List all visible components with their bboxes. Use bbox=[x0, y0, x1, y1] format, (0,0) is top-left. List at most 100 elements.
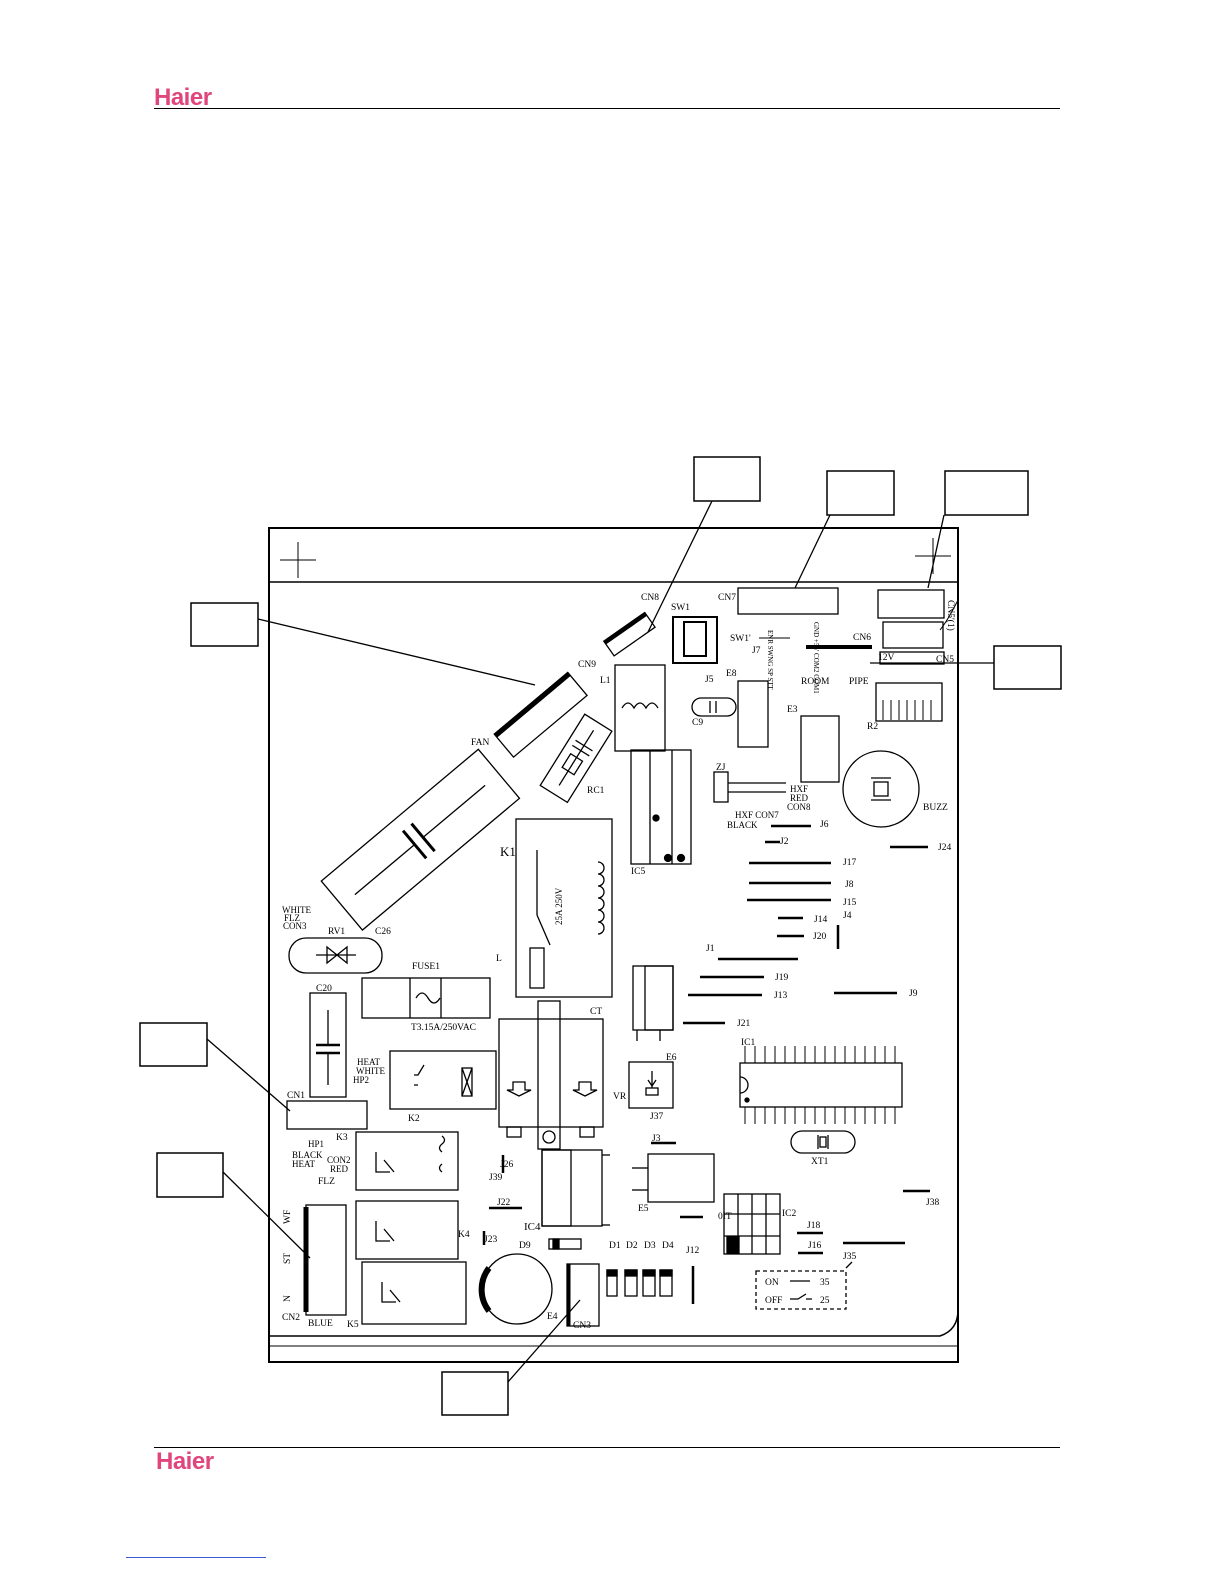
callout-box-cn7 bbox=[826, 470, 895, 516]
label-j24: J24 bbox=[938, 843, 951, 853]
label-c20: C20 bbox=[316, 984, 332, 994]
footer-rule bbox=[154, 1447, 1060, 1448]
label-j7: J7 bbox=[752, 646, 761, 656]
label-n: N bbox=[283, 1295, 293, 1302]
label-j13: J13 bbox=[774, 991, 787, 1001]
label-on: ON bbox=[765, 1278, 779, 1288]
label-j8: J8 bbox=[845, 880, 854, 890]
label-xt1: XT1 bbox=[811, 1157, 829, 1167]
label-e8: E8 bbox=[726, 669, 737, 679]
callout-box-cn8 bbox=[693, 456, 761, 502]
label-j4: J4 bbox=[843, 911, 852, 921]
label-e4: E4 bbox=[547, 1312, 558, 1322]
label-j20: J20 bbox=[813, 932, 826, 942]
label-j15: J15 bbox=[843, 898, 856, 908]
label-j38: J38 bbox=[926, 1198, 939, 1208]
label-cn9: CN9 bbox=[578, 660, 596, 670]
label-j23: J23 bbox=[484, 1235, 497, 1245]
label-r2: R2 bbox=[867, 722, 878, 732]
label-d9: D9 bbox=[519, 1241, 531, 1251]
label-cn6: CN6 bbox=[853, 633, 871, 643]
label-fuse1: FUSE1 bbox=[412, 962, 440, 972]
label-j18: J18 bbox=[807, 1221, 820, 1231]
label-35: 35 bbox=[820, 1278, 830, 1288]
label-j17: J17 bbox=[843, 858, 856, 868]
lower-relays bbox=[303, 1131, 467, 1325]
label-j22: J22 bbox=[497, 1198, 510, 1208]
label-d4: D4 bbox=[662, 1241, 674, 1251]
logic-section bbox=[478, 750, 920, 1327]
callout-boxes bbox=[139, 456, 1062, 1416]
jumper-wires bbox=[482, 824, 930, 1304]
label-j6: J6 bbox=[820, 820, 829, 830]
label-k5: K5 bbox=[347, 1320, 359, 1330]
label-j37: J37 bbox=[650, 1112, 663, 1122]
label-e5: E5 bbox=[638, 1204, 649, 1214]
label-pipe: PIPE bbox=[849, 677, 869, 687]
label-j35: J35 bbox=[843, 1252, 856, 1262]
label-ic1: IC1 bbox=[741, 1038, 756, 1048]
label-fan: FAN bbox=[471, 738, 489, 748]
label-e6: E6 bbox=[666, 1053, 677, 1063]
label-12v: 12V bbox=[878, 653, 895, 663]
label-fuse-rating: T3.15A/250VAC bbox=[411, 1023, 476, 1033]
label-j26: J26 bbox=[500, 1160, 513, 1170]
callout-box-cn3 bbox=[441, 1371, 509, 1416]
label-buzz: BUZZ bbox=[923, 803, 948, 813]
label-ct: CT bbox=[590, 1007, 602, 1017]
label-j9: J9 bbox=[909, 989, 918, 999]
header-logo: Haier bbox=[154, 84, 212, 111]
label-j14: J14 bbox=[814, 915, 827, 925]
label-ic4: IC4 bbox=[524, 1221, 541, 1233]
label-sw1: SW1 bbox=[671, 603, 690, 613]
label-d2: D2 bbox=[626, 1241, 638, 1251]
label-rc1: RC1 bbox=[587, 786, 605, 796]
callout-leaders bbox=[206, 500, 994, 1383]
top-connectors bbox=[602, 587, 945, 783]
label-k4: K4 bbox=[458, 1230, 470, 1240]
fan-connector-and-capacitor bbox=[320, 664, 737, 931]
callout-box-cn2 bbox=[156, 1152, 224, 1198]
label-j2: J2 bbox=[780, 837, 789, 847]
label-cn5: CN5 bbox=[936, 655, 954, 665]
label-oit: 0IT bbox=[718, 1212, 732, 1222]
label-ic2: IC2 bbox=[782, 1209, 797, 1219]
callout-box-cn5 bbox=[944, 470, 1029, 516]
label-st: ST bbox=[283, 1253, 293, 1264]
label-cn2: CN2 bbox=[282, 1313, 300, 1323]
callout-box-cn1 bbox=[139, 1022, 208, 1067]
label-flz: FLZ bbox=[318, 1177, 335, 1187]
label-j3: J3 bbox=[652, 1134, 661, 1144]
board-outline bbox=[268, 527, 959, 1363]
label-wf: WF bbox=[283, 1210, 293, 1224]
label-j16: J16 bbox=[808, 1241, 821, 1251]
label-c9: C9 bbox=[692, 718, 703, 728]
label-swing-pins: ENR SWNG SP STT bbox=[766, 630, 774, 691]
label-blue: BLUE bbox=[308, 1319, 333, 1329]
label-25: 25 bbox=[820, 1296, 830, 1306]
label-k2: K2 bbox=[408, 1114, 420, 1124]
label-vr: VR bbox=[613, 1092, 627, 1102]
footer-logo: Haier bbox=[156, 1448, 214, 1475]
header-rule bbox=[154, 108, 1060, 109]
label-room: ROOM bbox=[801, 677, 830, 687]
label-rv1: RV1 bbox=[328, 927, 345, 937]
footer-link-underline bbox=[126, 1557, 266, 1558]
label-j5: J5 bbox=[705, 675, 714, 685]
label-k3: K3 bbox=[336, 1133, 348, 1143]
label-cn8: CN8 bbox=[641, 593, 659, 603]
label-ic5: IC5 bbox=[631, 867, 646, 877]
callout-box-cn9 bbox=[190, 602, 259, 647]
callout-box-cn6 bbox=[993, 645, 1062, 690]
label-j39: J39 bbox=[489, 1173, 502, 1183]
label-l: L bbox=[496, 954, 502, 964]
label-gnd-pins: GND +5V COM2 COM1 bbox=[812, 622, 820, 694]
label-cn3: CN3 bbox=[573, 1321, 591, 1331]
label-e3: E3 bbox=[787, 705, 798, 715]
